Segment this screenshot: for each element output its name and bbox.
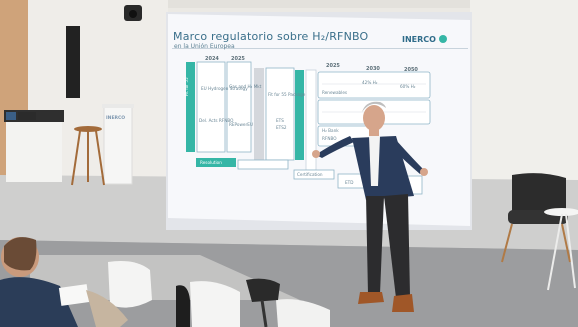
year-label: 2030 (366, 66, 380, 72)
slide-cell-text: ETS2 (276, 125, 287, 130)
slide-cell-text: Fit for 55 Package (268, 92, 306, 97)
year-label: 2024 (205, 56, 219, 62)
year-label: 2050 (404, 67, 418, 73)
year-label: 2025 (326, 63, 340, 69)
slide-cell-text: Gas and H₂ Mkt (229, 84, 262, 89)
slide-cell-text: 60% H₂ (400, 84, 416, 89)
slide-cell-text: ETS (276, 118, 284, 123)
slide-cell-text: Del. Acts RFNBO (199, 118, 234, 123)
slide-cell-text: ETD (345, 180, 354, 185)
slide-cell-text: 42% H₂ (362, 80, 378, 85)
presenter (312, 101, 428, 312)
slide-subtitle: en la Unión Europea (174, 43, 235, 50)
slide-cell-text: REPowerEU (229, 122, 253, 127)
slide-cell-text: Resolution (200, 160, 222, 165)
podium-brand-text: INERCO (106, 116, 126, 121)
slide-cell-text: EU Hydrogen Strategy (201, 86, 248, 91)
slide-title: Marco regulatorio sobre H₂/RFNBO (173, 30, 369, 43)
slide-vertical-label: Fit for 55 (184, 77, 189, 96)
slide-cell-text: RFNBO (322, 136, 337, 141)
year-label: 2025 (231, 56, 245, 62)
company-logo: INERCO (402, 35, 447, 44)
logo-mark-icon (438, 35, 447, 43)
logo-text: INERCO (402, 35, 436, 44)
slide-cell-text: H₂ Bank (322, 128, 339, 133)
slide-cell-text: Renewables (322, 90, 348, 95)
slide-cell-text: Certification (297, 172, 323, 177)
